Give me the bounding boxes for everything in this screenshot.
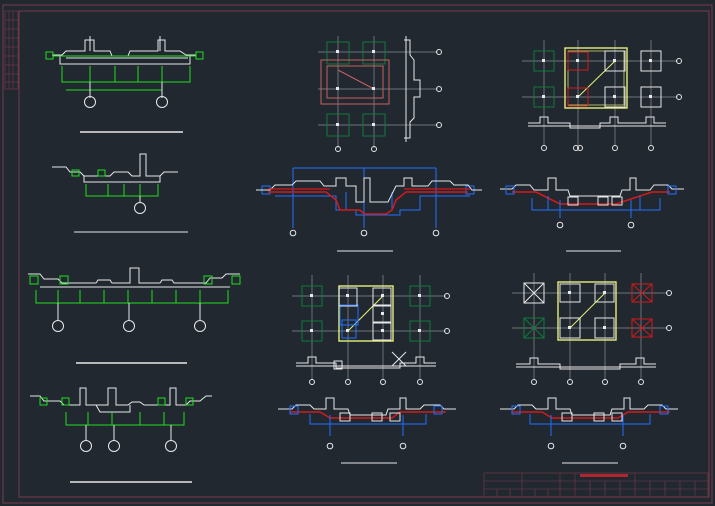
drawing-frame: [2, 4, 713, 504]
section-b: [52, 153, 188, 233]
section-bottom-right: [500, 397, 678, 464]
plan-mid-middle: [292, 275, 450, 385]
section-bottom-middle: [278, 397, 456, 464]
title-block: [483, 472, 709, 498]
plan-mid-right: [512, 273, 672, 385]
section-mid-middle: [256, 167, 482, 252]
plan-top-middle: [318, 36, 442, 152]
binding-strip: [4, 10, 19, 90]
section-mid-right: [500, 177, 684, 252]
section-d: [30, 387, 212, 483]
title-block-stamp: [580, 474, 628, 477]
section-a: [45, 36, 204, 133]
section-c: [28, 267, 241, 364]
plan-top-right: [522, 40, 682, 151]
